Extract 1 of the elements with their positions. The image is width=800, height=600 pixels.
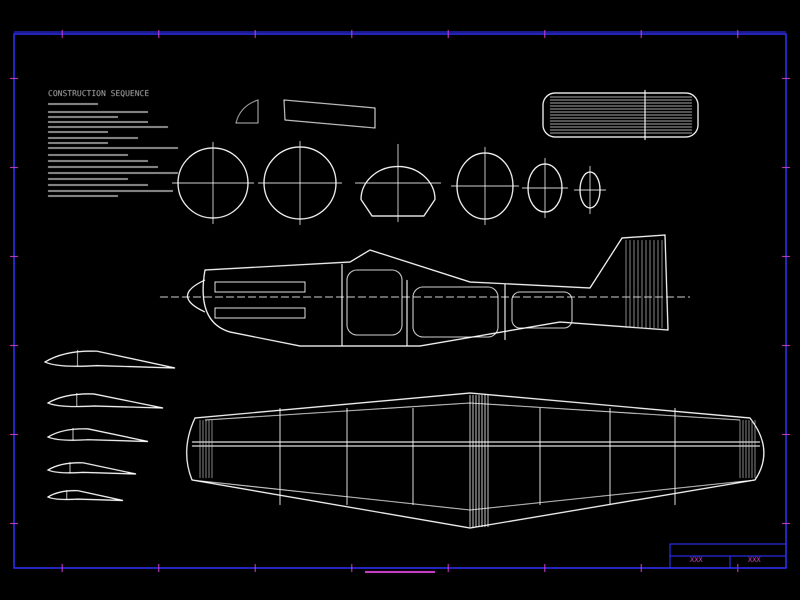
- construction-sequence-heading: CONSTRUCTION SEQUENCE: [48, 90, 150, 98]
